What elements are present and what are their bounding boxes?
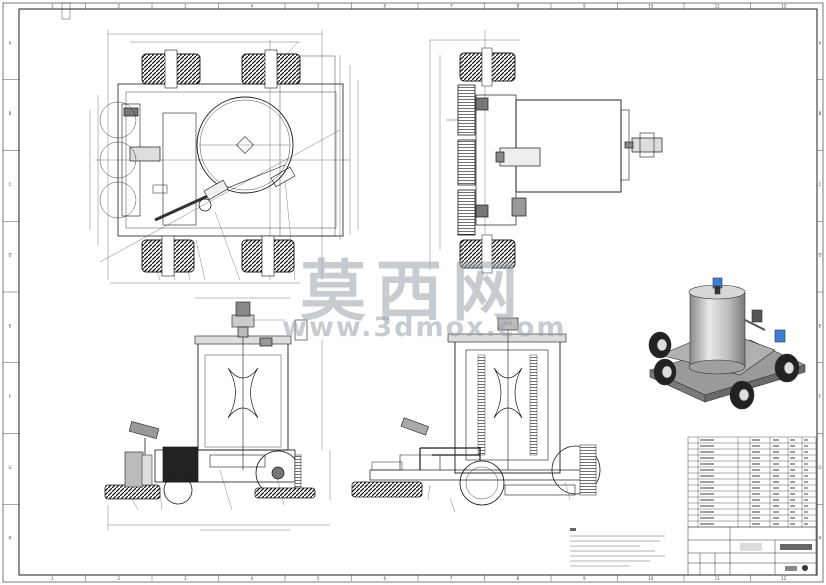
technical-notes <box>570 528 665 567</box>
isometric-view <box>648 277 806 410</box>
border-zone-number: 7 <box>450 576 453 581</box>
border-zone-letter: H <box>818 536 821 541</box>
border-zone-number: 8 <box>516 4 519 9</box>
border-zone-letter: C <box>9 182 12 187</box>
side-view <box>429 30 663 274</box>
border-zone-number: 4 <box>250 4 253 9</box>
border-zone-number: 9 <box>583 576 586 581</box>
border-zone-number: 6 <box>383 4 386 9</box>
border-zone-number: 10 <box>648 4 654 9</box>
border-zone-letter: B <box>9 111 12 116</box>
border-zone-number: 12 <box>781 4 787 9</box>
border-zone-number: 2 <box>117 576 120 581</box>
border-zone-number: 8 <box>516 576 519 581</box>
border-zone-letter: G <box>818 465 821 470</box>
border-zone-number: 1 <box>51 576 54 581</box>
border-zone-number: 4 <box>250 576 253 581</box>
border-zone-number: 5 <box>317 576 320 581</box>
top-view <box>89 30 359 284</box>
border-zone-number: 11 <box>715 576 721 581</box>
border-zone-number: 12 <box>781 576 787 581</box>
border-zone-letter: B <box>819 111 822 116</box>
border-zone-letter: A <box>9 40 12 45</box>
border-zone-letter: D <box>8 253 11 258</box>
border-zone-number: 1 <box>51 4 54 9</box>
parts-list-table <box>687 436 817 528</box>
border-zone-number: 11 <box>715 4 721 9</box>
border-zone-letter: F <box>9 394 12 399</box>
border-zone-number: 10 <box>648 576 654 581</box>
border-zone-number: 7 <box>450 4 453 9</box>
border-zone-letter: H <box>8 536 11 541</box>
sheet-corner-box <box>61 2 71 20</box>
border-zone-letter: C <box>819 182 822 187</box>
border-zone-number: 3 <box>184 4 187 9</box>
border-zone-number: 6 <box>383 576 386 581</box>
border-zone-letter: D <box>818 253 821 258</box>
border-zone-letter: E <box>819 323 822 328</box>
border-zone-number: 5 <box>317 4 320 9</box>
border-zone-number: 9 <box>583 4 586 9</box>
border-zone-letter: A <box>819 40 822 45</box>
border-zone-letter: E <box>9 323 12 328</box>
border-zone-letter: G <box>8 465 11 470</box>
title-block <box>687 526 817 576</box>
border-zone-letter: F <box>819 394 822 399</box>
border-zone-number: 3 <box>184 576 187 581</box>
border-zone-number: 2 <box>117 4 120 9</box>
front-view <box>104 297 331 531</box>
section-view <box>351 317 601 513</box>
